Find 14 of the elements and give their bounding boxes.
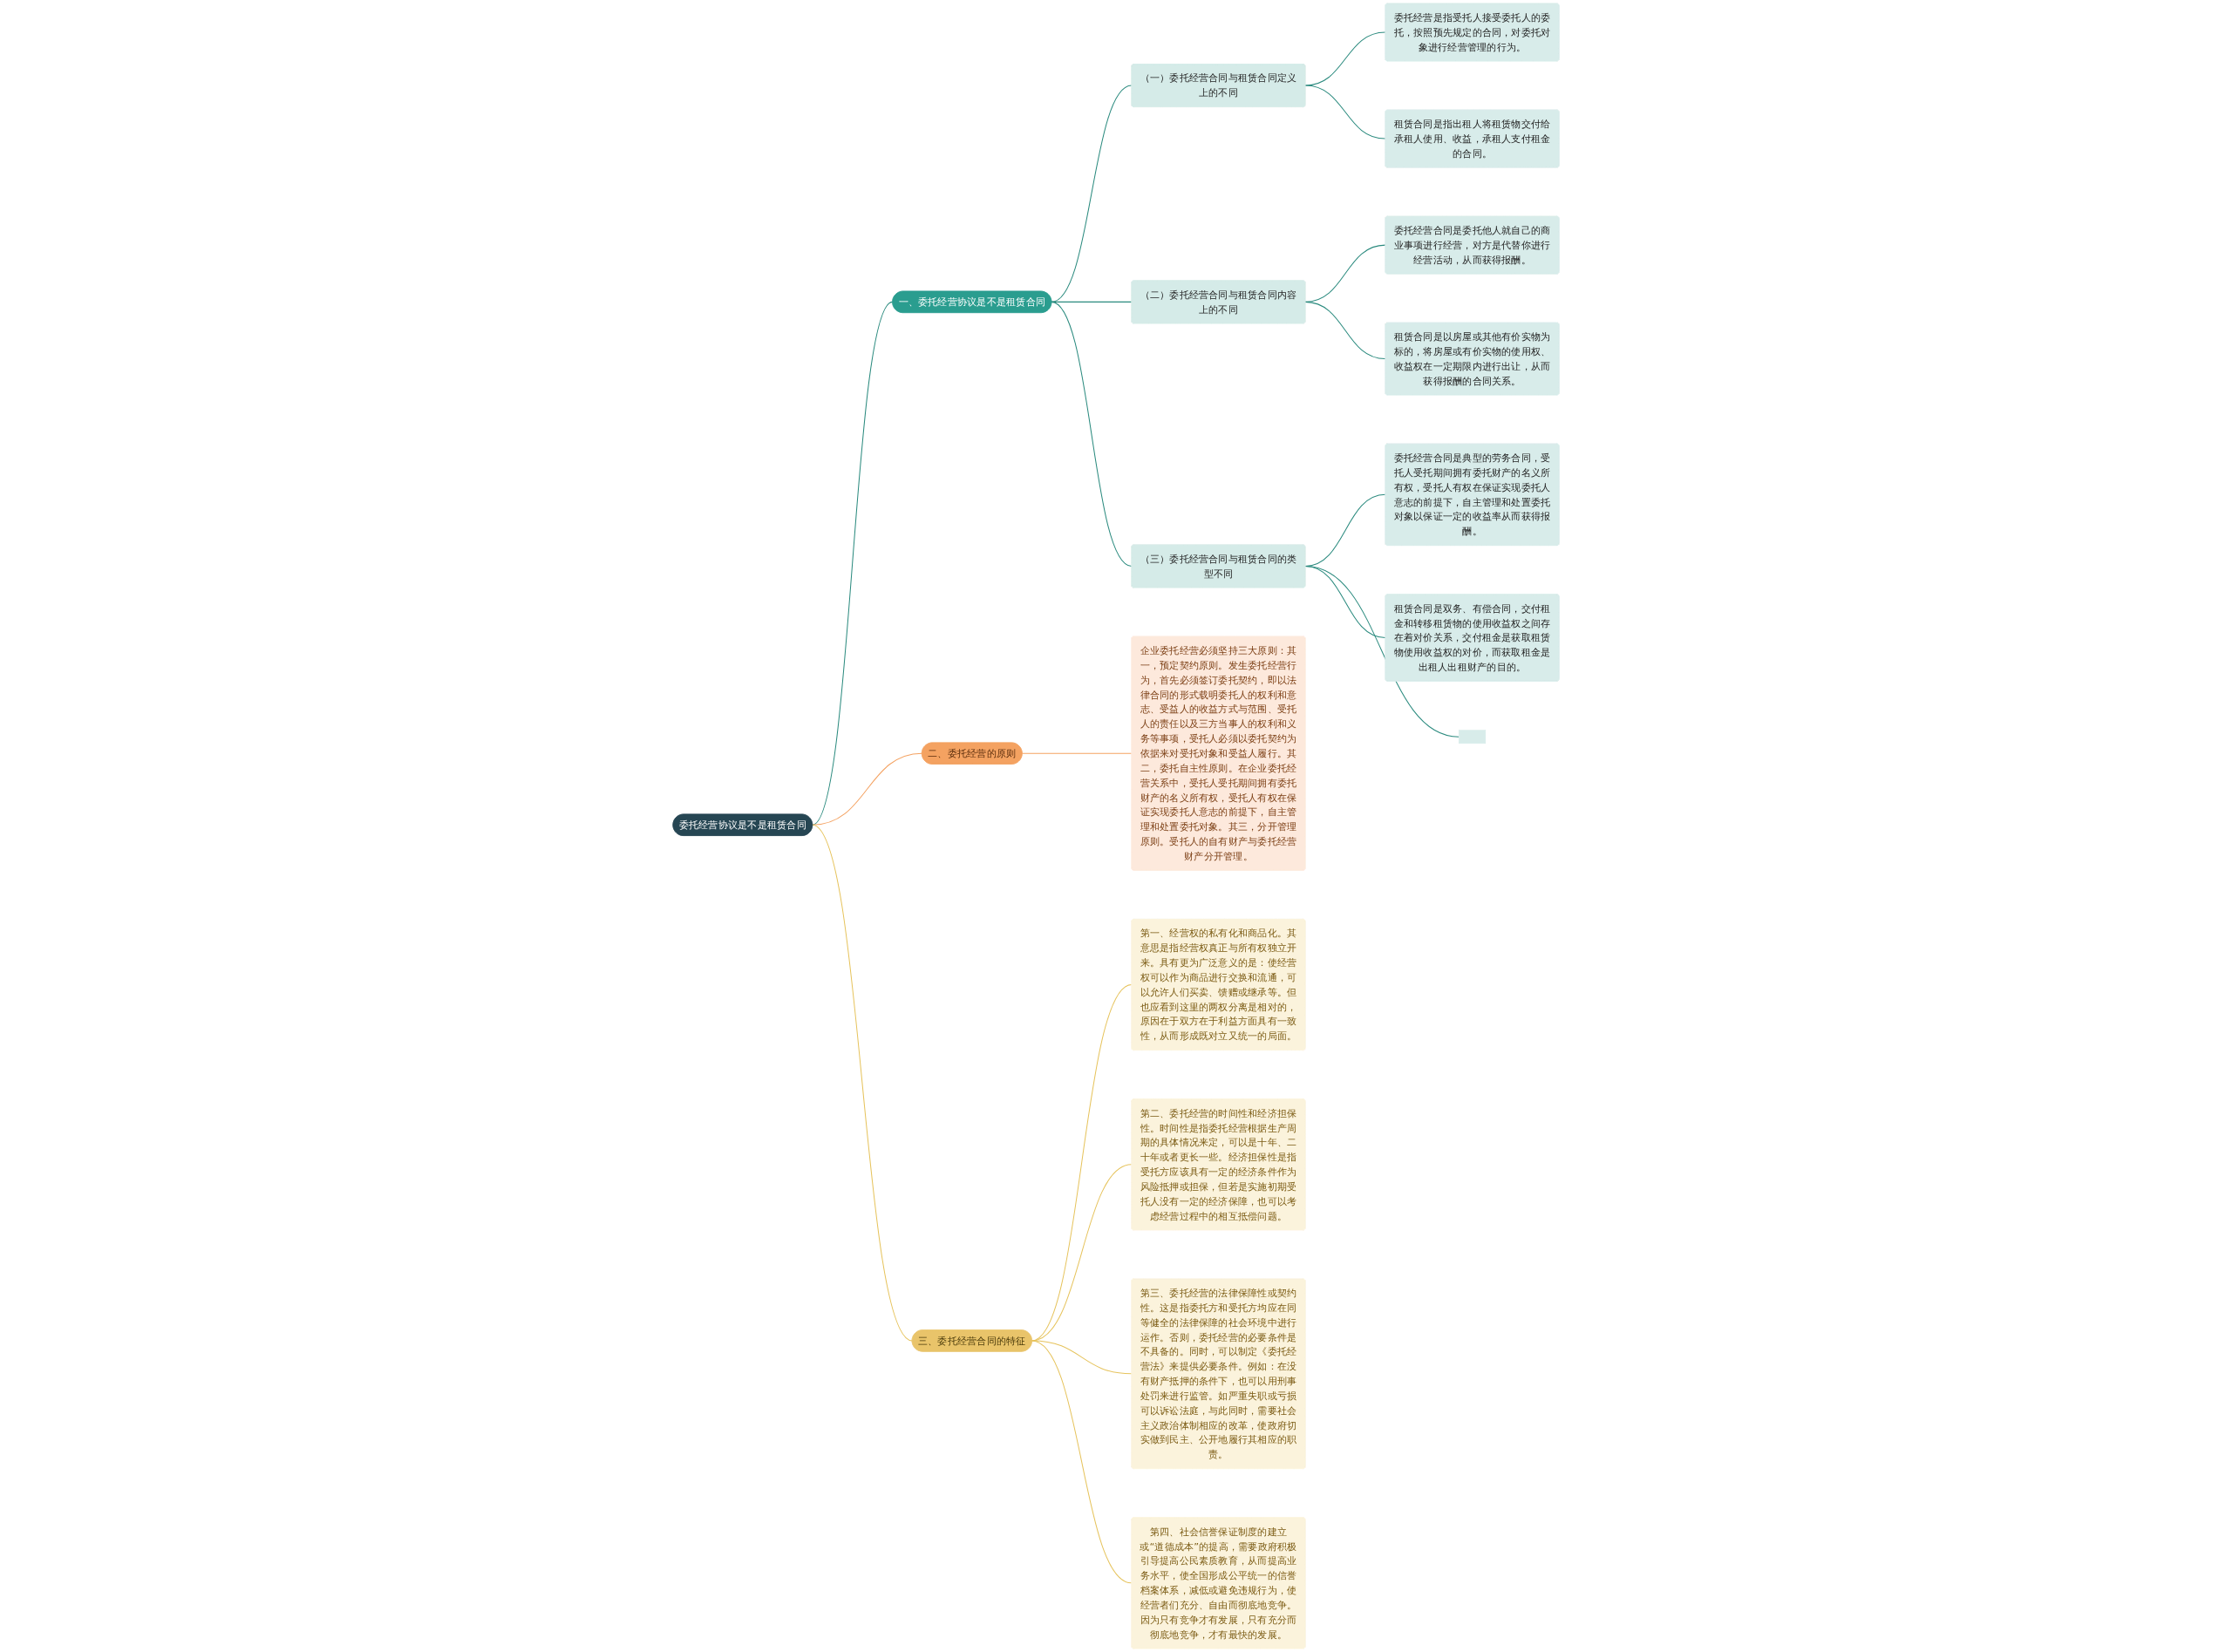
connector: [1021, 752, 1133, 754]
connector: [812, 301, 894, 826]
connector: [812, 752, 922, 826]
connector: [1051, 301, 1133, 567]
connector: [1304, 244, 1386, 303]
connector: [1304, 85, 1386, 139]
connector: [1031, 1340, 1133, 1584]
connector: [1304, 565, 1460, 738]
connector: [1051, 85, 1133, 303]
connector: [812, 824, 913, 1342]
connector: [1031, 1340, 1133, 1375]
connector: [1304, 31, 1386, 86]
node-box: [1458, 730, 1487, 744]
connector: [1304, 301, 1386, 360]
